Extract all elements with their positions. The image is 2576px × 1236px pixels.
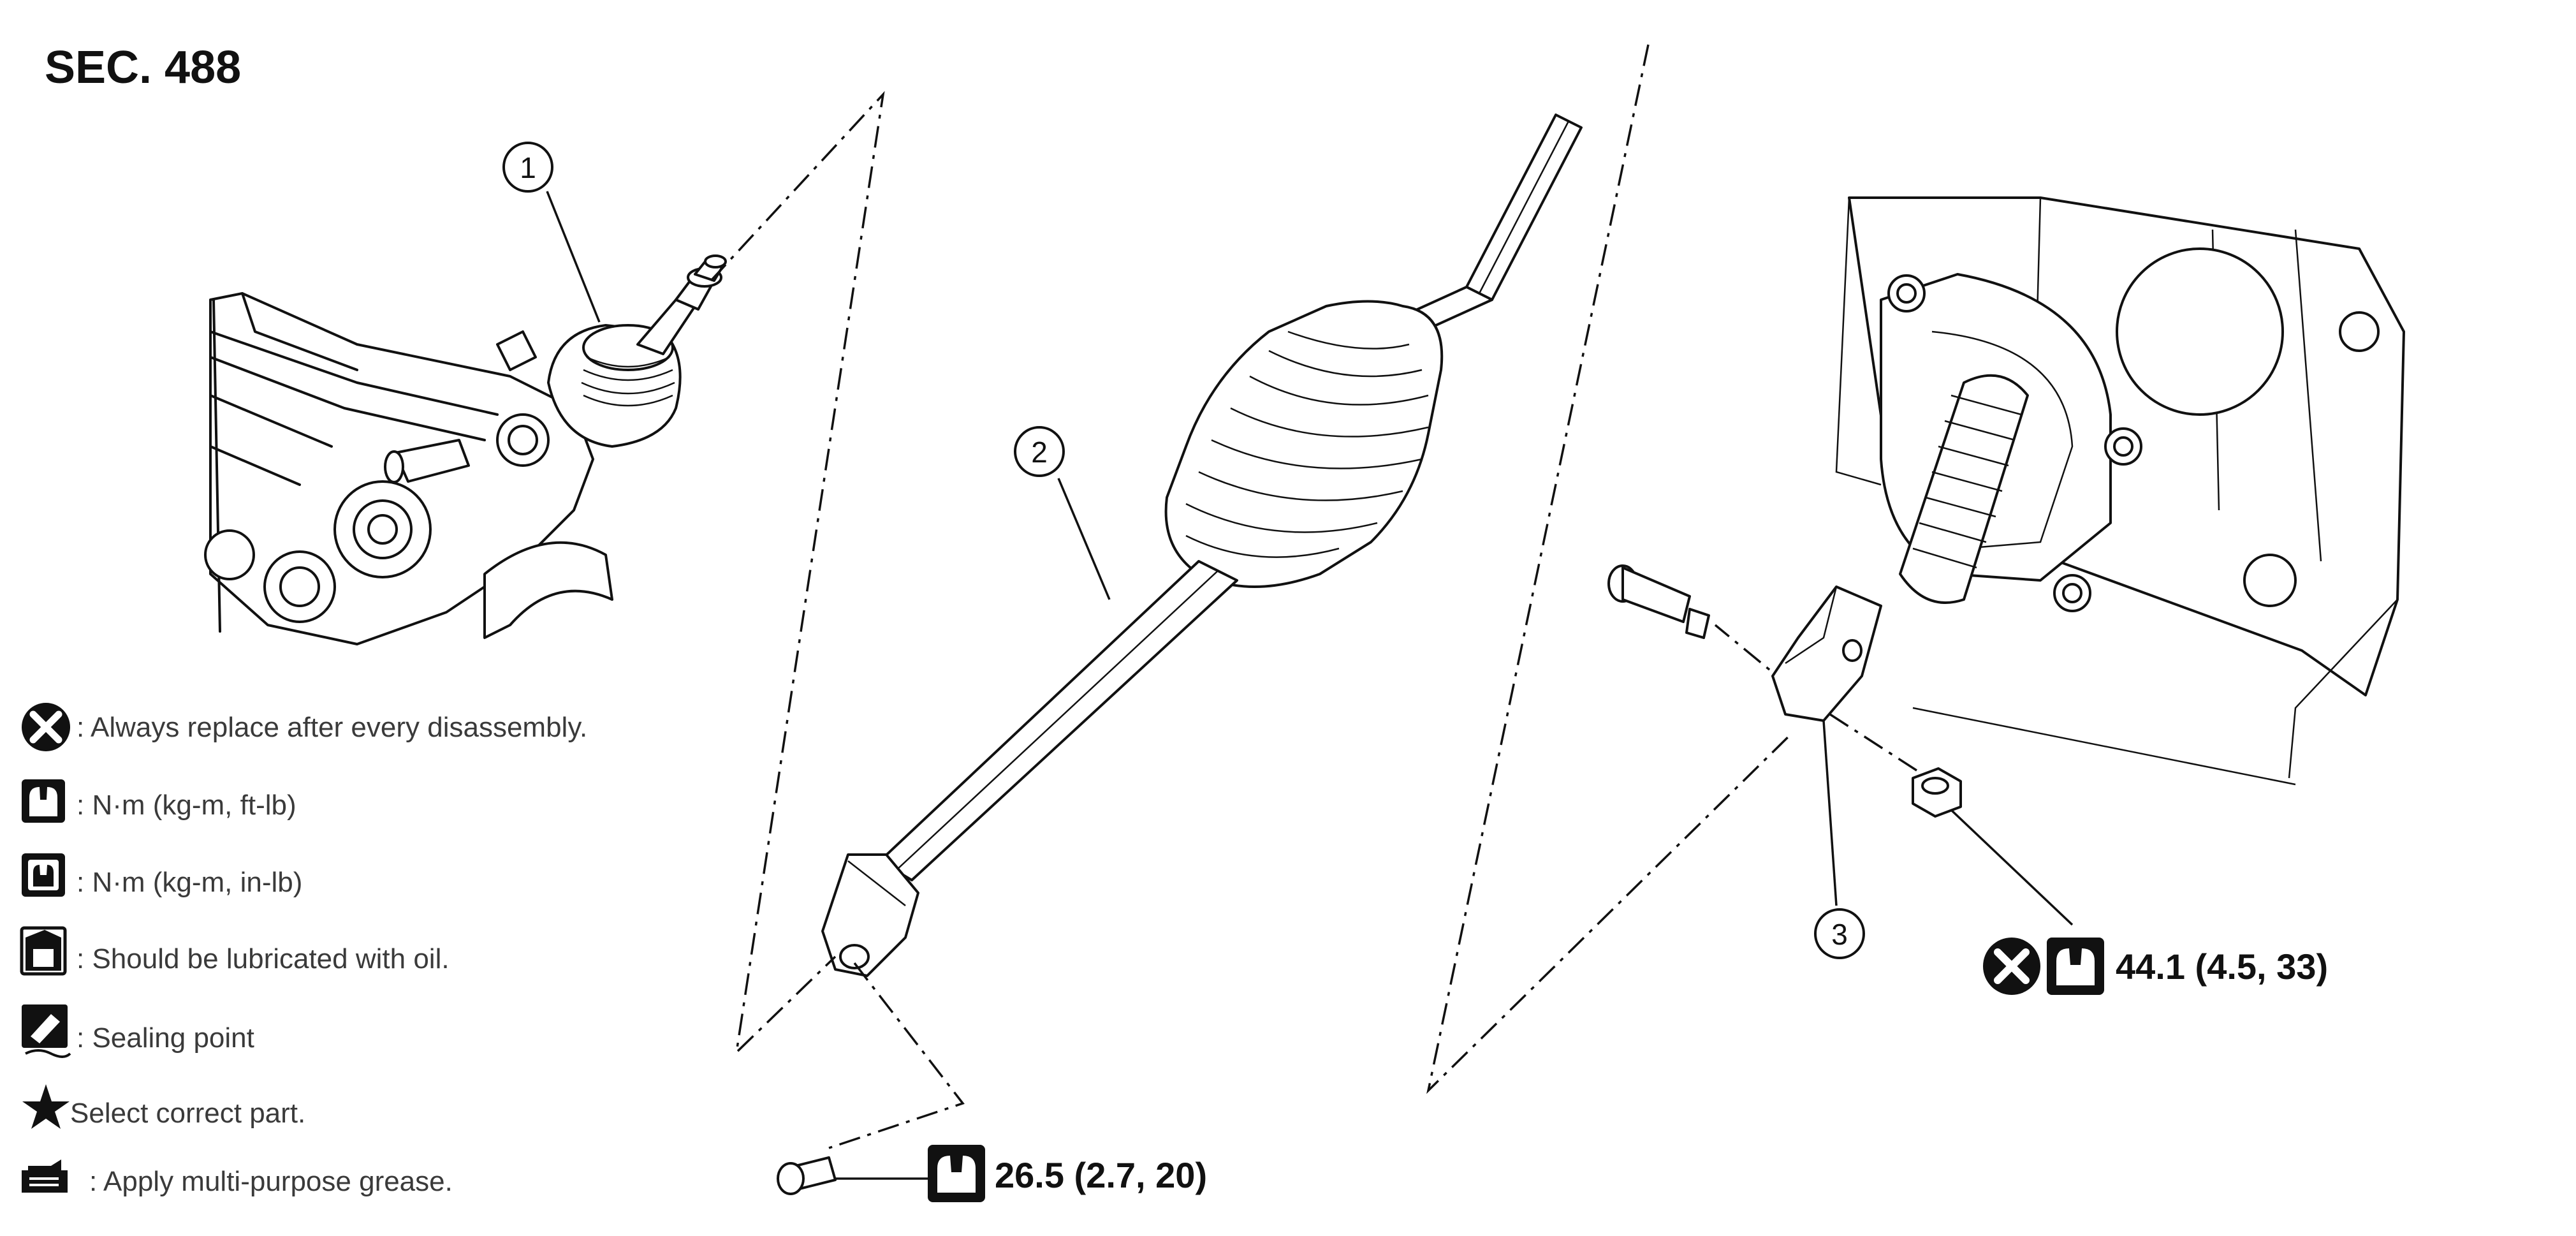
- legend-text-star: Select correct part.: [70, 1098, 305, 1129]
- torque-spec-lower: 26.5 (2.7, 20): [928, 1145, 1207, 1202]
- lower-bolt: [777, 1156, 931, 1195]
- torque-value-right: 44.1 (4.5, 33): [2116, 946, 2328, 987]
- torque-value-lower: 26.5 (2.7, 20): [995, 1155, 1207, 1195]
- legend-item-replace: : Always replace after every disassembly…: [22, 703, 587, 751]
- callout-2-number: 2: [1031, 436, 1048, 469]
- upper-joint-boot: [1771, 374, 2029, 906]
- callout-3: 3: [1814, 908, 1865, 959]
- legend-item-star: Select correct part.: [22, 1084, 305, 1129]
- legend-text-oil: : Should be lubricated with oil.: [77, 943, 450, 975]
- steering-gear-assembly: [204, 191, 727, 645]
- dash-panel: [1835, 196, 2405, 786]
- legend-item-grease: : Apply multi-purpose grease.: [22, 1159, 453, 1197]
- section-title: SEC. 488: [45, 42, 241, 93]
- legend-item-ftlb: : N·m (kg-m, ft-lb): [22, 779, 296, 823]
- callout-3-number: 3: [1831, 918, 1848, 951]
- callout-1: 1: [502, 142, 553, 193]
- alignment-lines: [710, 44, 1939, 1149]
- torque-spec-right: 44.1 (4.5, 33): [1983, 938, 2328, 995]
- legend-text-ftlb: : N·m (kg-m, ft-lb): [77, 790, 296, 821]
- legend-item-oil: : Should be lubricated with oil.: [20, 926, 450, 976]
- grease-icon: [22, 1170, 68, 1193]
- legend-item-inlb: : N·m (kg-m, in-lb): [22, 853, 302, 898]
- legend-text-grease: : Apply multi-purpose grease.: [89, 1166, 453, 1197]
- upper-bolt: [1607, 564, 1710, 639]
- legend-text-inlb: : N·m (kg-m, in-lb): [77, 867, 302, 898]
- legend-item-sealing: : Sealing point: [22, 1004, 254, 1058]
- lower-shaft: [821, 114, 1583, 977]
- callout-1-number: 1: [520, 151, 536, 184]
- upper-nut: [1912, 767, 2074, 926]
- legend-text-replace: : Always replace after every disassembly…: [77, 712, 587, 743]
- star-icon: [22, 1084, 70, 1129]
- callout-2: 2: [1014, 426, 1065, 477]
- legend-text-sealing: : Sealing point: [77, 1022, 254, 1054]
- legend: : Always replace after every disassembly…: [20, 703, 587, 1197]
